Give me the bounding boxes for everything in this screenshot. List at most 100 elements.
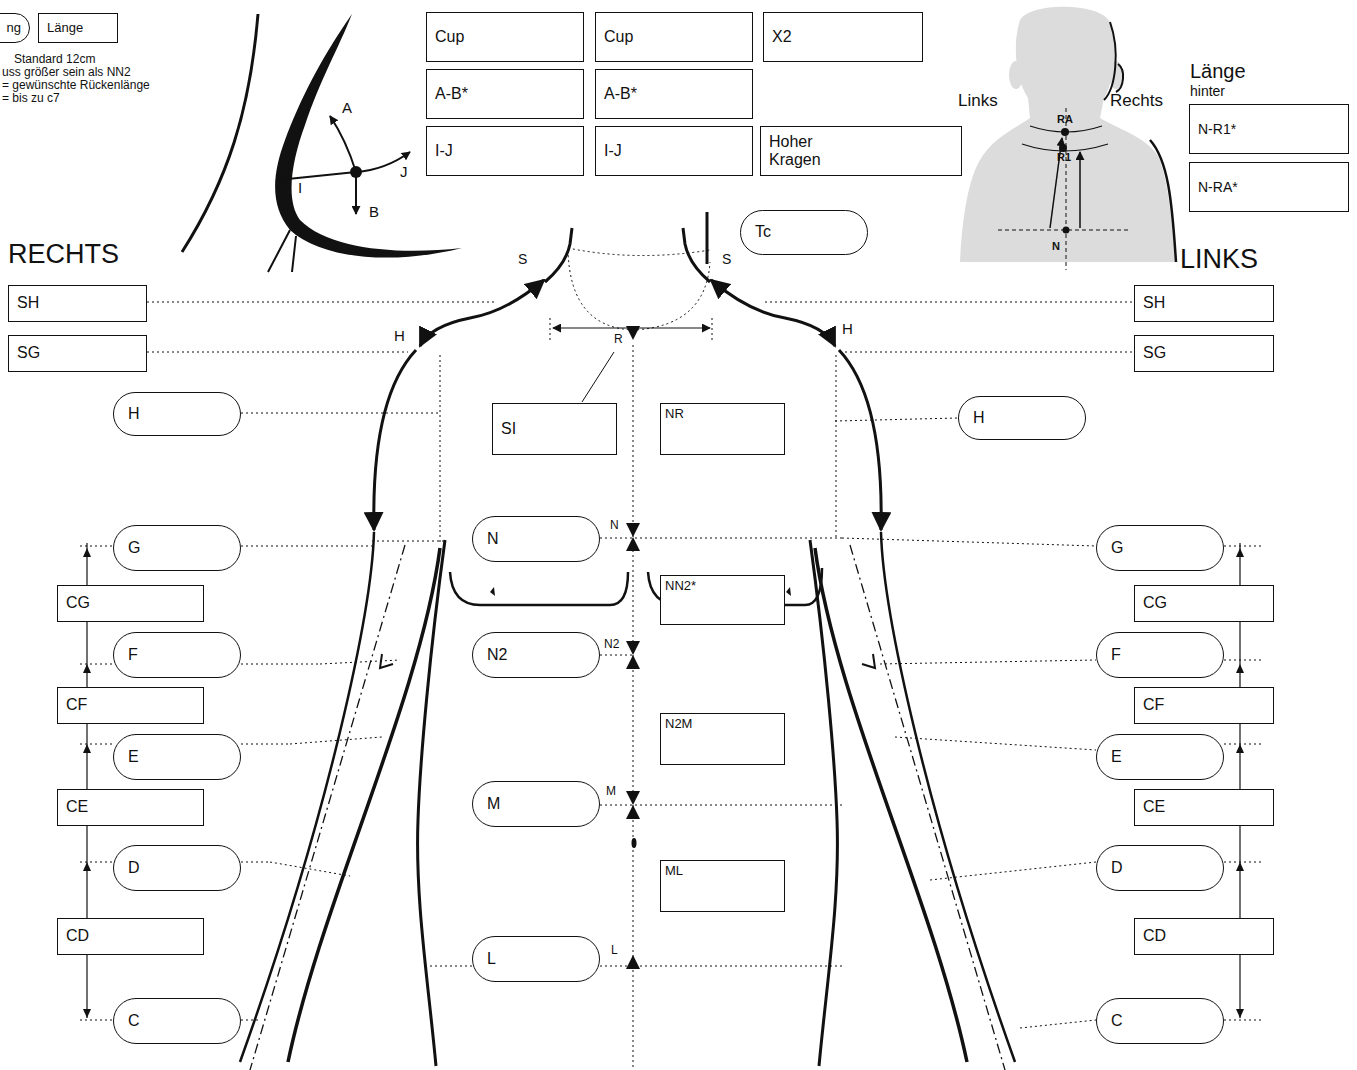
diagram-label: L xyxy=(610,944,619,957)
drawing-stroke xyxy=(374,350,416,530)
measure-box: Hoher Kragen xyxy=(760,126,962,176)
measure-code: C xyxy=(1111,1012,1123,1030)
dotted-guide xyxy=(440,355,441,545)
dotted-guide xyxy=(372,541,445,542)
drawing-stroke xyxy=(268,230,296,272)
drawing-stroke xyxy=(582,352,614,402)
measure-oval: M xyxy=(472,781,600,827)
measure-code: Cup xyxy=(604,28,633,46)
dotted-guide xyxy=(80,664,113,665)
dotted-guide xyxy=(270,862,350,876)
measure-code: CD xyxy=(66,927,89,945)
measure-box: CD xyxy=(1134,918,1274,955)
drawing-stroke xyxy=(1061,128,1069,136)
dotted-guide xyxy=(1224,744,1262,745)
dotted-guide xyxy=(845,352,1134,353)
diagram-label: = gewünschte Rückenlänge xyxy=(2,79,150,92)
measure-code: N2M xyxy=(665,717,692,732)
measure-code: H xyxy=(128,405,140,423)
drawing-stroke xyxy=(1009,61,1023,89)
measure-code: Tc xyxy=(755,223,771,241)
dotted-guide xyxy=(836,355,837,540)
dotted-guide xyxy=(80,546,113,547)
measure-box: I-J xyxy=(426,126,584,176)
measure-code: D xyxy=(1111,859,1123,877)
measure-code: NN2* xyxy=(665,579,696,594)
level-arrow xyxy=(626,655,640,669)
measure-code: N-RA* xyxy=(1198,179,1238,195)
diagram-label: R1 xyxy=(1057,151,1071,163)
dotted-guide xyxy=(241,1020,260,1021)
dotted-guide xyxy=(147,302,495,303)
measure-oval: Tc xyxy=(740,210,868,255)
dotted-guide xyxy=(1224,546,1262,547)
level-arrow xyxy=(626,537,640,551)
dotted-guide xyxy=(842,538,1096,546)
measure-box: SH xyxy=(8,285,147,322)
dotted-guide xyxy=(80,862,113,863)
measure-box: CF xyxy=(57,687,204,724)
drawing-stroke xyxy=(960,7,1176,262)
measure-code: CD xyxy=(1143,927,1166,945)
diagram-label: A xyxy=(342,100,352,117)
diagram-label: B xyxy=(369,204,379,221)
dotted-guide xyxy=(600,805,842,806)
dotted-guide xyxy=(1224,1020,1262,1021)
measure-code: C xyxy=(128,1012,140,1030)
measure-box: SH xyxy=(1134,285,1274,322)
measure-box: SG xyxy=(1134,335,1274,372)
measure-box: N-RA* xyxy=(1189,162,1349,212)
dimension-arrow xyxy=(1236,664,1244,673)
level-arrow xyxy=(626,955,640,969)
drawing-stroke xyxy=(1063,227,1070,234)
dotted-guide xyxy=(1224,660,1262,661)
diagram-label: N xyxy=(1052,240,1060,252)
measure-lines xyxy=(80,302,1262,1070)
dotted-guide xyxy=(1224,862,1262,863)
measure-code: ng xyxy=(7,21,21,36)
back-figure xyxy=(960,7,1176,270)
measure-code: M xyxy=(487,795,500,813)
dimension-arrow xyxy=(83,1009,91,1018)
dotted-guide xyxy=(430,966,472,967)
dotted-guide xyxy=(147,352,408,353)
drawing-stroke xyxy=(568,248,710,256)
drawing-stroke xyxy=(355,172,357,214)
dotted-guide xyxy=(80,1020,113,1021)
measure-box: I-J xyxy=(595,126,753,176)
diagram-label: LINKS xyxy=(1180,245,1258,275)
measure-code: I-J xyxy=(435,142,453,160)
measure-box: A-B* xyxy=(426,69,584,119)
measure-code: I-J xyxy=(604,142,622,160)
diagram-label: Rechts xyxy=(1110,92,1163,111)
measure-code: L xyxy=(487,950,496,968)
measure-code: D xyxy=(128,859,140,877)
level-arrow xyxy=(626,805,640,819)
measure-box: CF xyxy=(1134,687,1274,724)
diagram-label: = bis zu c7 xyxy=(2,92,60,105)
measure-box: ML xyxy=(660,860,785,912)
measure-box: SI xyxy=(492,403,617,455)
dotted-guide xyxy=(80,744,113,745)
measure-code: X2 xyxy=(772,28,792,46)
dimension-arrow xyxy=(1236,862,1244,871)
drawing-stroke xyxy=(1150,140,1176,262)
measure-oval: H xyxy=(958,396,1086,440)
measure-box: SG xyxy=(8,335,147,372)
dimension-arrow xyxy=(83,664,91,673)
measure-oval: N xyxy=(472,516,600,562)
measure-code: A-B* xyxy=(604,85,637,103)
diagram-label: uss größer sein als NN2 xyxy=(2,66,131,79)
measure-box: Cup xyxy=(426,12,584,62)
measure-code: CG xyxy=(66,594,90,612)
measure-code: F xyxy=(128,646,138,664)
measure-box: N-R1* xyxy=(1189,104,1349,154)
drawing-stroke xyxy=(1059,144,1067,152)
level-arrow xyxy=(626,326,640,340)
measure-box: CE xyxy=(57,789,204,826)
diagram-label: RECHTS xyxy=(8,240,119,270)
dimension-arrow xyxy=(1236,1009,1244,1018)
measure-code: F xyxy=(1111,646,1121,664)
diagram-label: J xyxy=(400,164,408,181)
diagram-label: I xyxy=(298,180,302,197)
